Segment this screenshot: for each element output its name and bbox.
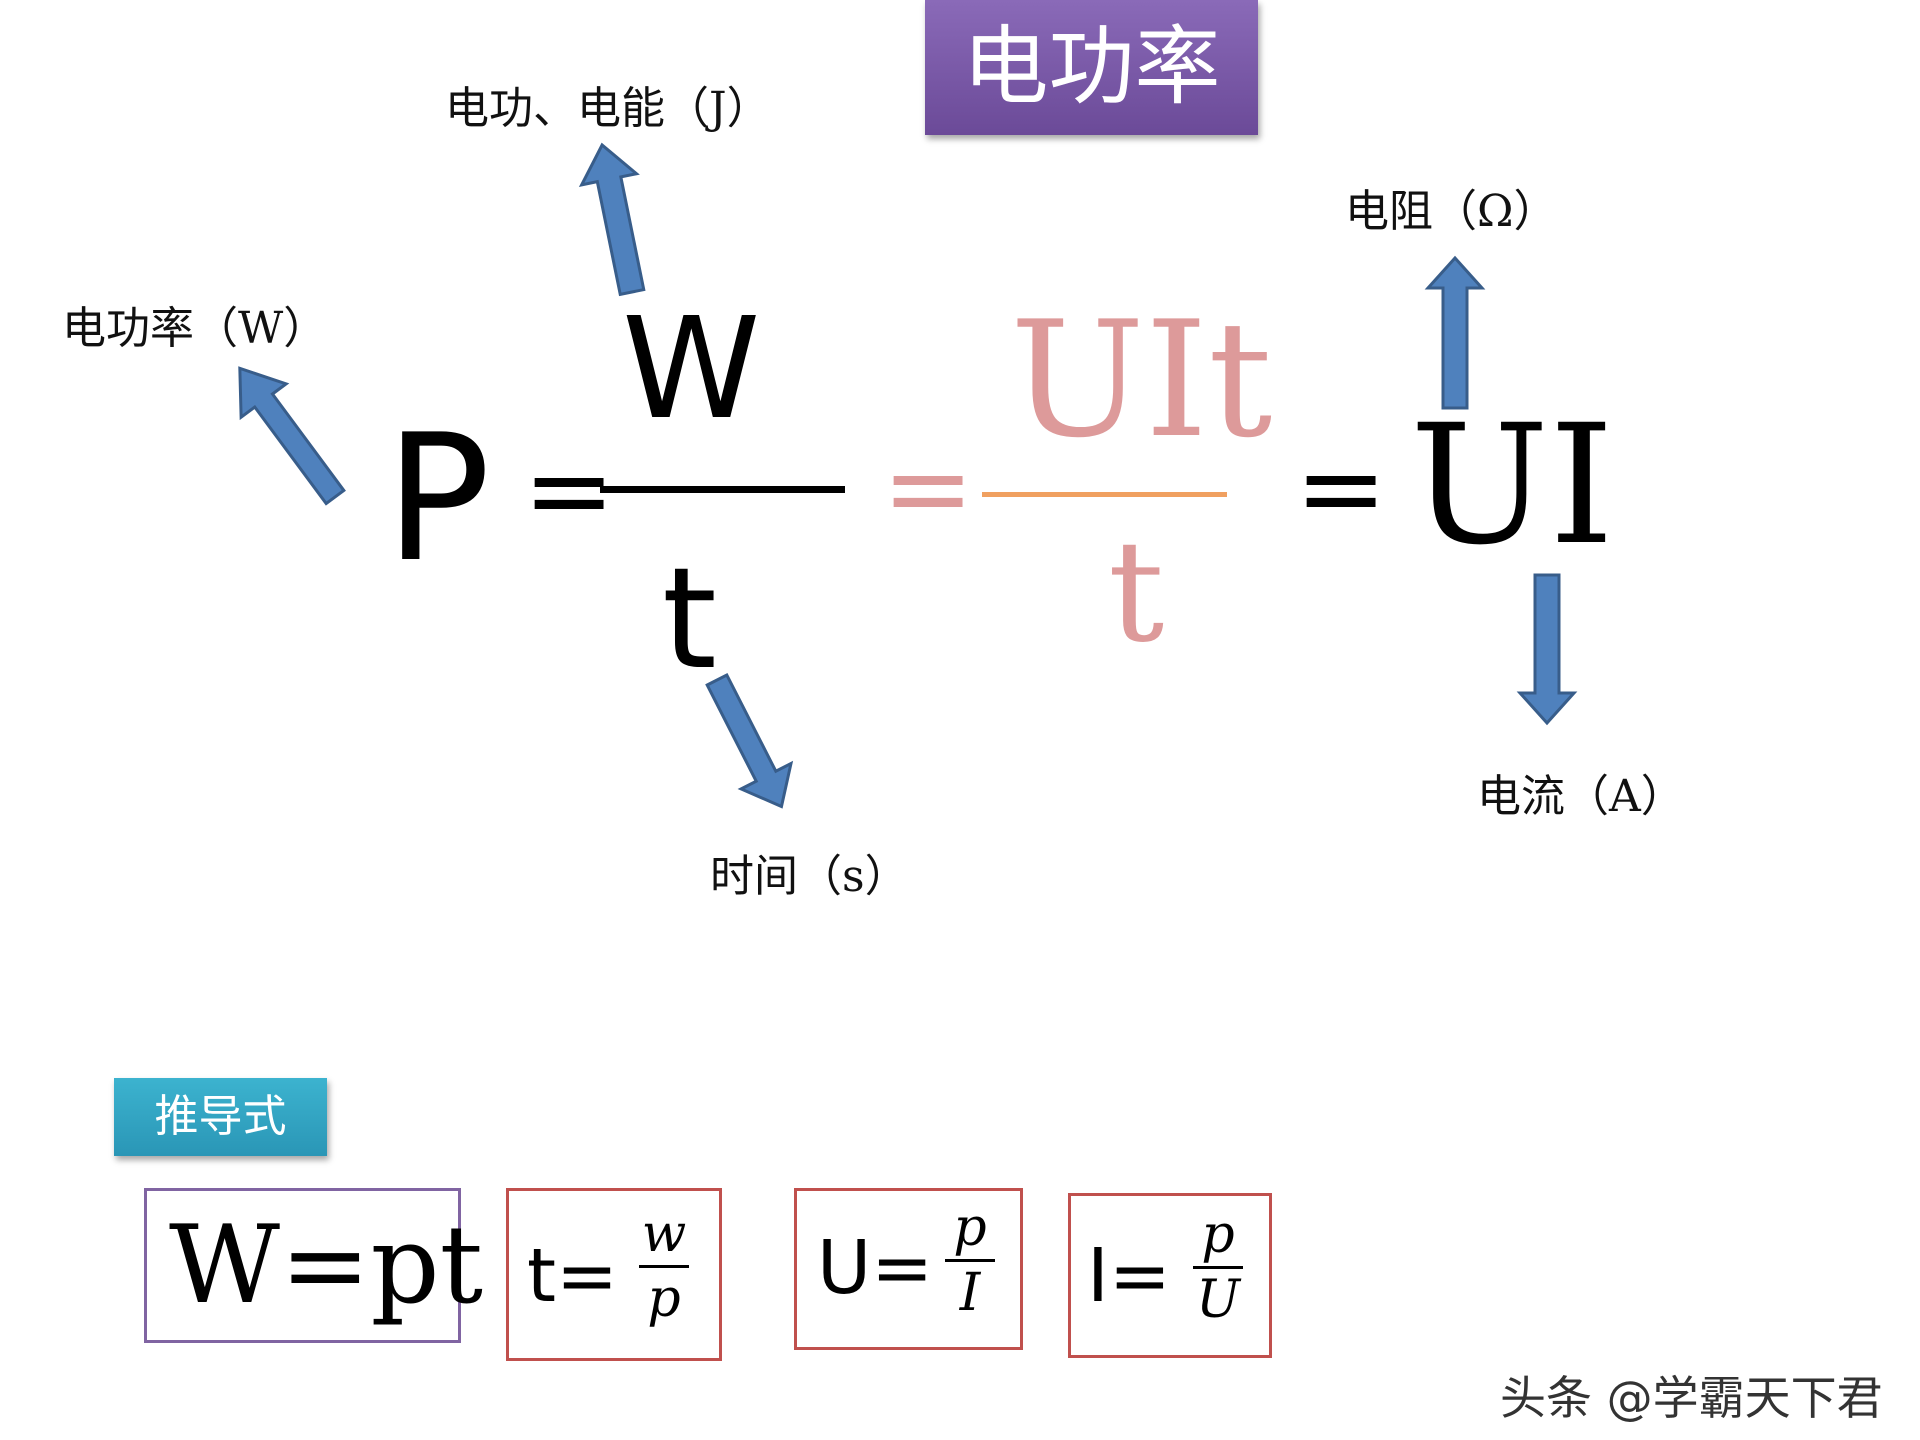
- title-banner: 电功率: [925, 0, 1258, 135]
- label-work: 电功、电能（J）: [445, 83, 771, 134]
- fraction-bar-2: [982, 492, 1227, 497]
- symbol-t-2: t: [1108, 511, 1165, 674]
- formula-u-lhs: U=: [817, 1225, 934, 1311]
- formula-t-bar: [639, 1265, 689, 1268]
- formula-t-fraction: w p: [639, 1203, 689, 1330]
- formula-t-num: w: [641, 1204, 687, 1264]
- label-resistance: 电阻（Ω）: [1345, 186, 1558, 237]
- equals-3: =: [1295, 424, 1388, 552]
- formula-i-num: p: [1201, 1205, 1235, 1265]
- derivations-heading: 推导式: [114, 1078, 327, 1156]
- formula-i-bar: [1193, 1266, 1243, 1269]
- symbol-w: W: [622, 288, 761, 451]
- fraction-bar-1: [600, 486, 845, 493]
- formula-box-u: U= p I: [794, 1188, 1023, 1350]
- formula-u-fraction: p I: [945, 1197, 995, 1324]
- formula-box-t: t= w p: [506, 1188, 722, 1361]
- arrow-current-icon: [1516, 573, 1578, 726]
- symbol-ui: UI: [1410, 389, 1615, 581]
- arrow-work-icon: [578, 142, 646, 297]
- equals-1: =: [523, 426, 616, 554]
- label-time: 时间（s）: [710, 851, 909, 902]
- formula-box-w: W=pt: [144, 1188, 483, 1343]
- symbol-t-1: t: [662, 538, 717, 701]
- arrow-power-icon: [238, 366, 346, 506]
- formula-t-den: p: [647, 1269, 681, 1329]
- formula-u-den: I: [959, 1263, 981, 1323]
- arrow-resistance-icon: [1424, 255, 1486, 410]
- formula-t-lhs: t=: [527, 1233, 619, 1319]
- formula-w-text: W=pt: [169, 1203, 484, 1328]
- formula-i-lhs: I=: [1087, 1233, 1171, 1319]
- formula-i-den: U: [1196, 1270, 1240, 1330]
- arrow-time-icon: [705, 672, 794, 809]
- formula-i-fraction: p U: [1193, 1204, 1243, 1331]
- equals-2: =: [882, 424, 975, 552]
- formula-u-num: p: [953, 1198, 987, 1258]
- formula-box-i: I= p U: [1068, 1193, 1272, 1358]
- label-power: 电功率（W）: [62, 303, 328, 354]
- watermark-text: 头条 @学霸天下君: [1500, 1371, 1883, 1425]
- symbol-p: P: [385, 398, 491, 601]
- symbol-uit: UIt: [1010, 286, 1273, 473]
- formula-u-bar: [945, 1259, 995, 1262]
- label-current: 电流（A）: [1477, 771, 1685, 822]
